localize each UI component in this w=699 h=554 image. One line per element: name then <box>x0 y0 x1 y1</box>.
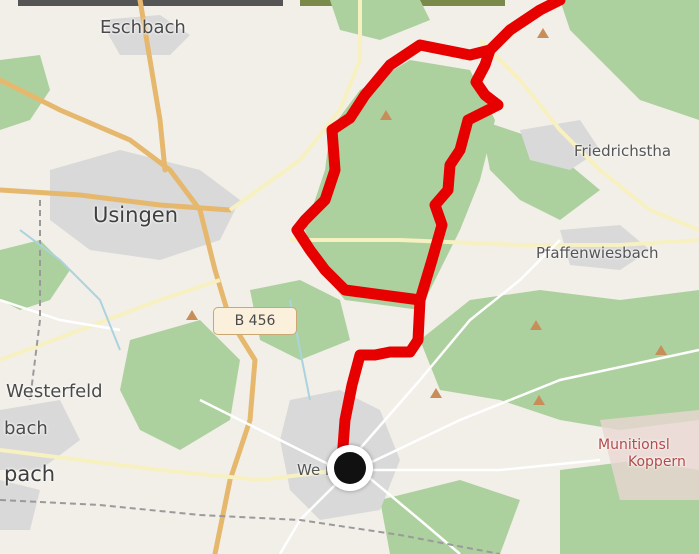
peak-markers <box>186 28 667 405</box>
urban-areas <box>0 15 650 530</box>
secondary-roads <box>0 0 699 483</box>
military-label-line2: Koppern <box>628 454 686 470</box>
peak-triangle-icon <box>533 395 545 405</box>
urban-area <box>560 225 650 270</box>
urban-area <box>0 480 40 530</box>
secondary-road <box>290 238 699 247</box>
peak-triangle-icon <box>530 320 542 330</box>
forest-area <box>250 280 350 360</box>
place-label-westerfeld: Westerfeld <box>6 381 103 402</box>
peak-triangle-icon <box>186 310 198 320</box>
railway <box>29 200 41 401</box>
place-label-usingen: Usingen <box>93 203 179 227</box>
peak-triangle-icon <box>537 28 549 38</box>
route-segment <box>291 39 496 306</box>
road-shield-b456: B 456 <box>213 307 297 335</box>
military-area <box>600 410 699 500</box>
minor-road <box>199 398 341 472</box>
major-road <box>0 187 233 213</box>
peak-triangle-icon <box>655 345 667 355</box>
place-label-friedrichsthal: Friedrichstha <box>574 142 672 160</box>
railway <box>0 499 501 554</box>
military-label-line1: Munitionsl <box>598 437 670 453</box>
secondary-road <box>228 0 362 212</box>
secondary-road <box>478 38 699 232</box>
forest-area <box>560 0 699 120</box>
forest-area <box>120 320 240 450</box>
forest-area <box>380 480 520 554</box>
stream <box>19 229 121 351</box>
route-line <box>291 0 566 466</box>
minor-road <box>349 239 561 461</box>
top-image-strip-left <box>18 0 283 6</box>
minor-roads <box>0 239 699 554</box>
location-pin-dot <box>334 452 366 484</box>
minor-road <box>0 298 121 332</box>
place-label-military-area: Munitionsl Koppern <box>598 437 686 471</box>
major-roads <box>0 0 258 554</box>
minor-road <box>360 458 601 472</box>
secondary-road <box>0 448 341 483</box>
major-road <box>137 0 168 173</box>
minor-road <box>354 348 699 472</box>
major-road <box>0 77 258 554</box>
forest-area <box>0 240 70 310</box>
forest-area <box>480 120 600 220</box>
place-label-pach: pach <box>4 462 56 486</box>
peak-triangle-icon <box>380 110 392 120</box>
urban-area <box>520 120 600 170</box>
location-pin-icon[interactable] <box>327 445 373 491</box>
route-segment <box>336 0 566 466</box>
secondary-road <box>0 278 221 362</box>
peak-triangle-icon <box>430 388 442 398</box>
forest-area <box>420 290 699 430</box>
place-label-pfaffenwiesbach: Pfaffenwiesbach <box>536 244 659 262</box>
place-label-eschbach: Eschbach <box>100 17 186 38</box>
place-label-bach: bach <box>4 418 48 439</box>
minor-road <box>359 469 461 554</box>
forest-area <box>330 0 430 40</box>
